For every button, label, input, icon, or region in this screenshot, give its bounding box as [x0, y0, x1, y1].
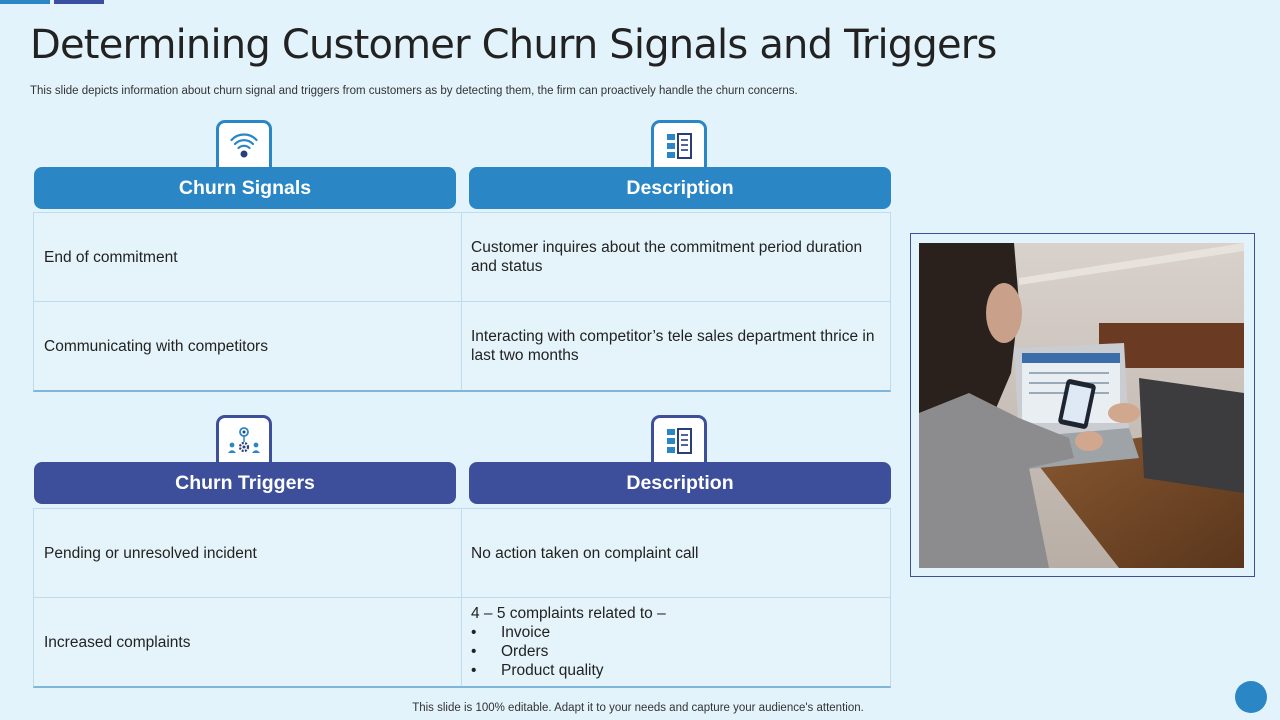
list-item: •Orders: [471, 643, 549, 660]
checklist-icon: [651, 120, 707, 174]
triggers-description-header: Description: [469, 462, 891, 504]
churn-signals-header: Churn Signals: [34, 167, 456, 209]
description-cell: Customer inquires about the commitment p…: [471, 239, 863, 275]
description-intro: 4 – 5 complaints related to –: [471, 605, 666, 622]
photo-frame: [910, 233, 1255, 577]
table-row: Increased complaints 4 – 5 complaints re…: [34, 598, 890, 686]
trigger-cell: Increased complaints: [34, 598, 462, 686]
checklist-icon: [651, 415, 707, 469]
churn-signals-table: End of commitment Customer inquires abou…: [33, 212, 891, 392]
description-cell: 4 – 5 complaints related to – •Invoice •…: [462, 598, 890, 686]
churn-triggers-table: Pending or unresolved incident No action…: [33, 508, 891, 688]
table-row: Pending or unresolved incident No action…: [34, 509, 890, 598]
table-row: Communicating with competitors Interacti…: [34, 302, 890, 390]
page-title: Determining Customer Churn Signals and T…: [30, 22, 997, 68]
team-network-icon: [216, 415, 272, 469]
trigger-cell: Pending or unresolved incident: [34, 509, 462, 597]
top-accent-tab: [54, 0, 104, 4]
table-row: End of commitment Customer inquires abou…: [34, 213, 890, 302]
bullet-dot: •: [471, 624, 477, 641]
signal-cell: Communicating with competitors: [34, 302, 462, 390]
signals-description-header: Description: [469, 167, 891, 209]
page-indicator-dot: [1235, 681, 1267, 713]
footer-note: This slide is 100% editable. Adapt it to…: [412, 702, 864, 714]
list-item: •Product quality: [471, 662, 604, 679]
page-subtitle: This slide depicts information about chu…: [30, 85, 798, 97]
churn-triggers-header: Churn Triggers: [34, 462, 456, 504]
bullet-dot: •: [471, 643, 477, 660]
top-accent-tab: [0, 0, 50, 4]
description-cell: No action taken on complaint call: [471, 544, 699, 562]
wifi-signal-icon: [216, 120, 272, 174]
woman-using-phone-and-laptop-photo: [919, 243, 1244, 568]
complaint-list: •Invoice •Orders •Product quality: [471, 623, 876, 680]
signal-cell: End of commitment: [34, 213, 462, 301]
list-item: •Invoice: [471, 624, 551, 641]
bullet-dot: •: [471, 662, 477, 679]
description-cell: Interacting with competitor’s tele sales…: [471, 328, 875, 364]
